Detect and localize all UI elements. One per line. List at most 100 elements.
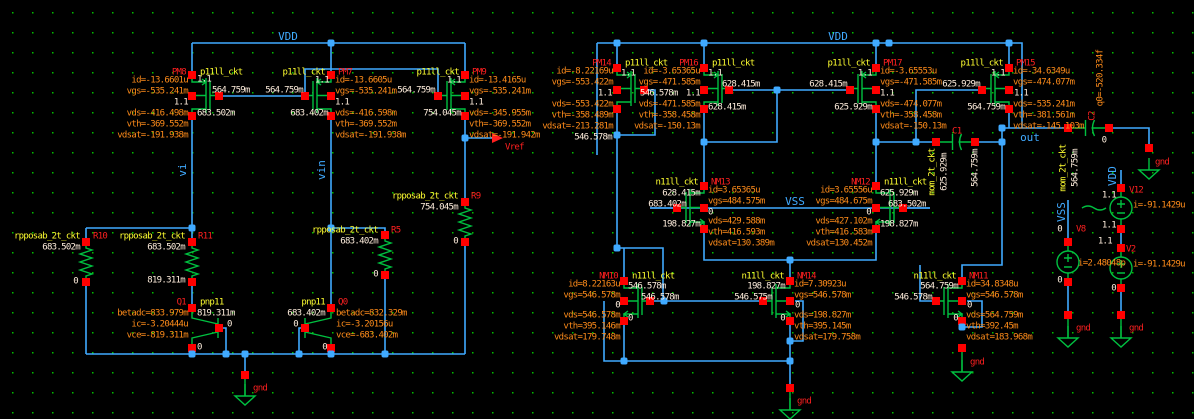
R10-symbol[interactable] <box>77 242 95 282</box>
wire[interactable] <box>616 109 664 301</box>
pin[interactable] <box>872 204 880 212</box>
NM14-symbol[interactable] <box>763 281 792 321</box>
pin[interactable] <box>786 384 794 392</box>
NM12-symbol[interactable] <box>874 186 903 229</box>
pin[interactable] <box>700 86 708 94</box>
pin[interactable] <box>1145 144 1153 152</box>
pin[interactable] <box>1064 238 1072 246</box>
pin[interactable] <box>188 92 196 100</box>
pin[interactable] <box>1117 225 1125 233</box>
wire[interactable] <box>704 90 778 143</box>
pin[interactable] <box>434 92 442 100</box>
pin[interactable] <box>215 324 223 332</box>
pin[interactable] <box>872 105 880 113</box>
pin[interactable] <box>620 277 628 285</box>
pin[interactable] <box>461 71 469 79</box>
wire[interactable] <box>919 265 936 302</box>
pin[interactable] <box>786 297 794 305</box>
pin[interactable] <box>620 297 628 305</box>
pin[interactable] <box>613 86 621 94</box>
wire[interactable] <box>603 301 790 362</box>
pin[interactable] <box>700 225 708 233</box>
pin[interactable] <box>1117 284 1125 292</box>
pin[interactable] <box>846 86 854 94</box>
wire[interactable] <box>915 89 982 142</box>
pin[interactable] <box>673 204 681 212</box>
wire[interactable] <box>961 128 1003 281</box>
pin[interactable] <box>461 112 469 120</box>
pin[interactable] <box>327 344 335 352</box>
wire[interactable] <box>617 89 656 136</box>
pin[interactable] <box>188 112 196 120</box>
pin[interactable] <box>1064 124 1072 132</box>
pin[interactable] <box>872 182 880 190</box>
wire[interactable] <box>962 300 983 328</box>
pin[interactable] <box>958 277 966 285</box>
pin[interactable] <box>461 198 469 206</box>
C2-symbol[interactable] <box>1068 119 1109 137</box>
pin[interactable] <box>188 344 196 352</box>
R9-symbol[interactable] <box>456 202 474 242</box>
wire[interactable] <box>1109 127 1150 148</box>
pin[interactable] <box>327 112 335 120</box>
pin[interactable] <box>700 182 708 190</box>
pin[interactable] <box>786 277 794 285</box>
NM13-symbol[interactable] <box>677 186 706 229</box>
pin[interactable] <box>1005 64 1013 72</box>
pin[interactable] <box>958 317 966 325</box>
V2-source-symbol[interactable] <box>1109 248 1133 288</box>
pin[interactable] <box>241 371 249 379</box>
pin[interactable] <box>759 297 767 305</box>
pin[interactable] <box>1117 244 1125 252</box>
pin[interactable] <box>301 92 309 100</box>
PM14-symbol[interactable] <box>616 68 644 109</box>
pin[interactable] <box>327 92 335 100</box>
wire[interactable] <box>304 68 439 96</box>
pin[interactable] <box>872 64 880 72</box>
pin[interactable] <box>381 231 389 239</box>
PM9-symbol[interactable] <box>438 75 466 116</box>
C1-symbol[interactable] <box>936 133 975 151</box>
pin[interactable] <box>613 64 621 72</box>
pin[interactable] <box>461 92 469 100</box>
pin[interactable] <box>958 344 966 352</box>
vref-pin-icon[interactable] <box>492 133 503 143</box>
pin[interactable] <box>188 278 196 286</box>
pin[interactable] <box>700 105 708 113</box>
pin[interactable] <box>978 86 986 94</box>
pin[interactable] <box>700 64 708 72</box>
pin[interactable] <box>188 238 196 246</box>
pin[interactable] <box>82 238 90 246</box>
pin[interactable] <box>215 92 223 100</box>
wire[interactable] <box>790 300 804 342</box>
pin[interactable] <box>1005 86 1013 94</box>
pin[interactable] <box>188 71 196 79</box>
pin[interactable] <box>899 204 907 212</box>
pin[interactable] <box>1117 311 1125 319</box>
R11-symbol[interactable] <box>183 242 201 282</box>
pin[interactable] <box>461 238 469 246</box>
pin[interactable] <box>932 138 940 146</box>
pin[interactable] <box>1105 124 1113 132</box>
pin[interactable] <box>1005 105 1013 113</box>
pin[interactable] <box>640 86 648 94</box>
PM8-symbol[interactable] <box>191 75 219 116</box>
pin[interactable] <box>82 278 90 286</box>
R5-symbol[interactable] <box>376 235 394 275</box>
pin[interactable] <box>872 86 880 94</box>
pin[interactable] <box>381 271 389 279</box>
pin[interactable] <box>971 138 979 146</box>
pin[interactable] <box>327 304 335 312</box>
V12-source-symbol[interactable] <box>1109 188 1133 228</box>
pin[interactable] <box>1117 184 1125 192</box>
V8-source-symbol[interactable] <box>1056 242 1080 282</box>
PM15-symbol[interactable] <box>982 68 1010 109</box>
pin[interactable] <box>646 297 654 305</box>
pin[interactable] <box>872 225 880 233</box>
pin[interactable] <box>1064 278 1072 286</box>
pin[interactable] <box>700 204 708 212</box>
pin[interactable] <box>786 317 794 325</box>
pin[interactable] <box>725 86 733 94</box>
pin[interactable] <box>932 297 940 305</box>
